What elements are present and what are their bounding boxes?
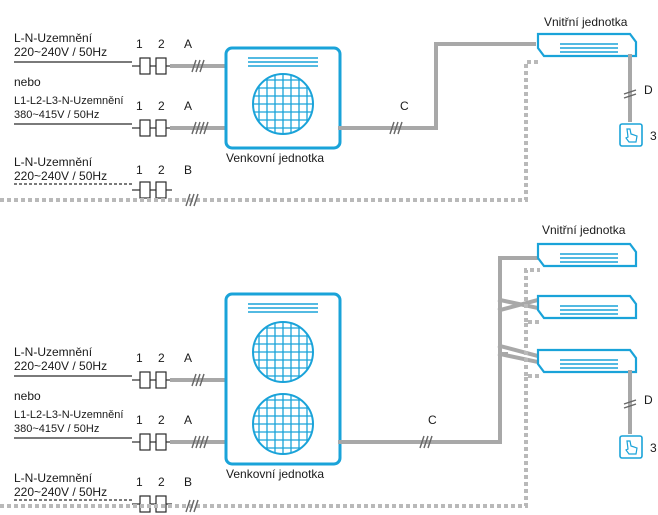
indoor-unit-2 [536,294,638,320]
supply-single-label-1: L-N-Uzemnění [14,31,93,45]
fuse-2-number: 2 [158,37,165,51]
fuse-2-number-c: 2 [158,163,165,177]
outdoor-unit-label: Venkovní jednotka [226,467,324,481]
remote-number: 3 [650,441,657,455]
cable-c-label: C [428,413,437,427]
supply-single-b-voltage-2: 220~240V / 50Hz [14,485,107,499]
fuse-1-number-b: 1 [136,413,143,427]
cable-a-label-b: A [184,99,192,113]
cable-c-label: C [400,99,409,113]
fuse-pair [131,119,173,137]
fuse-pair [131,181,173,199]
outdoor-unit-label: Venkovní jednotka [226,151,324,165]
fuse-2-number-b: 2 [158,99,165,113]
remote-control-icon [619,123,643,147]
cable-d-label: D [644,83,653,97]
indoor-unit [536,32,638,58]
cable-b-label: B [184,475,192,489]
cable-a-label: A [184,351,192,365]
supply-single-b-label-2: L-N-Uzemnění [14,471,93,485]
diagram-top: L-N-Uzemnění 220~240V / 50Hz nebo L1-L2-… [0,15,657,207]
remote-number: 3 [650,129,657,143]
fuse-pair [131,57,173,75]
indoor-unit-1 [536,242,638,268]
fuse-1-number-c: 1 [136,475,143,489]
fan-icon [253,322,313,382]
supply-three-label-1: L1-L2-L3-N-Uzemnění [14,95,123,107]
fuse-pair [131,433,173,451]
supply-single-label-2: L-N-Uzemnění [14,345,93,359]
or-label-1: nebo [14,75,41,89]
or-label-2: nebo [14,389,41,403]
fuse-2-number-b: 2 [158,413,165,427]
indoor-unit-3 [536,348,638,374]
supply-single-voltage-2: 220~240V / 50Hz [14,359,107,373]
cable-d-label: D [644,393,653,407]
supply-single-b-voltage-1: 220~240V / 50Hz [14,169,107,183]
fuse-2-number-c: 2 [158,475,165,489]
supply-single-voltage-1: 220~240V / 50Hz [14,45,107,59]
supply-three-label-2: L1-L2-L3-N-Uzemnění [14,409,123,421]
fuse-pair [131,371,173,389]
supply-single-b-label-1: L-N-Uzemnění [14,155,93,169]
supply-three-voltage-2: 380~415V / 50Hz [14,423,99,435]
supply-three-voltage-1: 380~415V / 50Hz [14,109,99,121]
cable-a-label-b: A [184,413,192,427]
fan-icon [253,74,313,134]
fuse-1-number-c: 1 [136,163,143,177]
fuse-2-number: 2 [158,351,165,365]
fan-icon [253,394,313,454]
indoor-unit-label: Vnitřní jednotka [544,15,628,29]
remote-control-icon [619,435,643,459]
indoor-unit-label: Vnitřní jednotka [542,223,626,237]
fuse-1-number-b: 1 [136,99,143,113]
diagram-bottom: L-N-Uzemnění 220~240V / 50Hz nebo L1-L2-… [0,223,657,513]
fuse-1-number: 1 [136,37,143,51]
fuse-pair [131,495,173,513]
fuse-1-number: 1 [136,351,143,365]
cable-a-label: A [184,37,192,51]
cable-b-label: B [184,163,192,177]
